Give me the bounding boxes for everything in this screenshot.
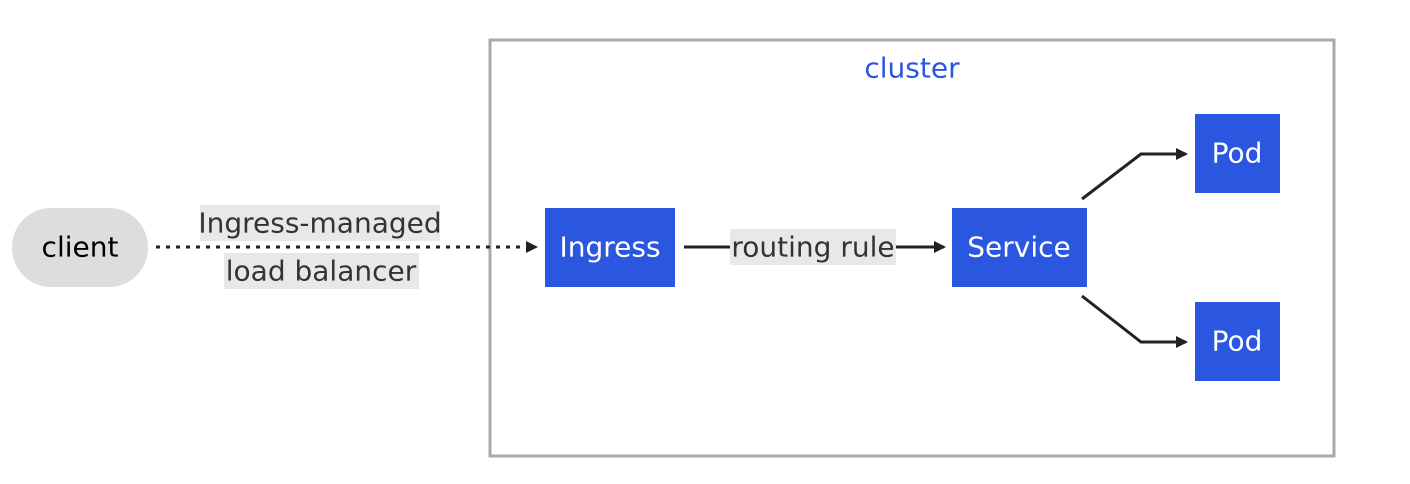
edge-line-service-pod-bottom xyxy=(1081,294,1188,348)
client-label: client xyxy=(42,231,119,264)
edge-service-to-pod-top xyxy=(1081,148,1188,201)
edge-service-to-pod-bottom xyxy=(1081,294,1188,348)
cluster-label: cluster xyxy=(864,52,960,85)
pod-bottom-label: Pod xyxy=(1212,325,1263,358)
edge-label-bg-line2 xyxy=(224,253,419,289)
edge-client-to-ingress: Ingress-managed load balancer xyxy=(156,205,538,289)
service-box xyxy=(952,208,1087,287)
client-pill xyxy=(12,208,148,287)
ingress-box xyxy=(545,208,675,287)
node-pod-top: Pod xyxy=(1195,114,1280,193)
edge-label-routing-rule: routing rule xyxy=(731,231,894,264)
edge-label-ingress-managed: Ingress-managed xyxy=(198,207,441,240)
node-pod-bottom: Pod xyxy=(1195,302,1280,381)
node-ingress: Ingress xyxy=(545,208,675,287)
ingress-label: Ingress xyxy=(559,231,660,264)
pod-top-label: Pod xyxy=(1212,137,1263,170)
edge-label-bg-line1 xyxy=(200,205,440,241)
node-client: client xyxy=(12,208,148,287)
pod-top-box xyxy=(1195,114,1280,193)
node-service: Service xyxy=(952,208,1087,287)
edge-label-load-balancer: load balancer xyxy=(226,255,417,288)
service-label: Service xyxy=(967,231,1070,264)
edge-line-service-pod-top xyxy=(1081,148,1188,201)
edge-label-bg-routing xyxy=(730,229,896,265)
edge-ingress-to-service: routing rule xyxy=(684,229,946,265)
pod-bottom-box xyxy=(1195,302,1280,381)
